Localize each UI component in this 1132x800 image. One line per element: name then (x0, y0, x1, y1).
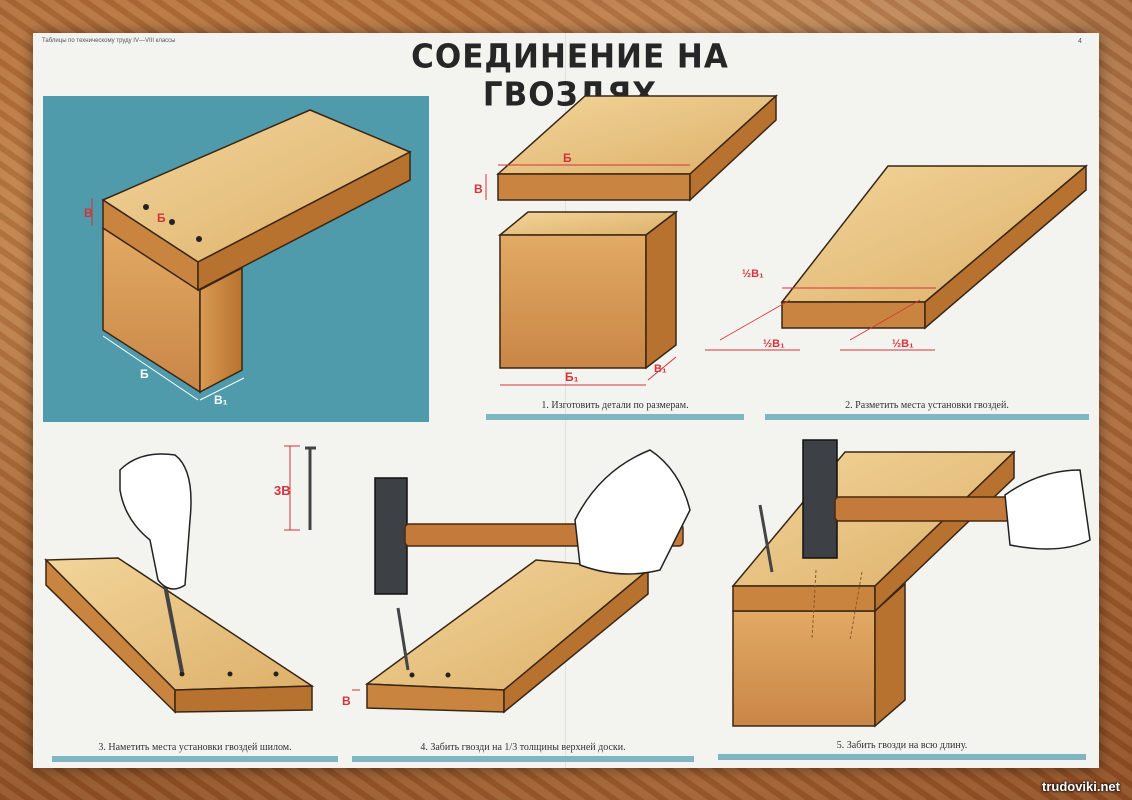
dim-label-B1-bottom: В₁ (214, 393, 228, 407)
step2-marked-board-illustration (705, 164, 1089, 351)
site-watermark: trudoviki.net (1041, 779, 1120, 794)
step5-caption-bar (718, 754, 1086, 760)
poster-series-note: Таблицы по техническому труду IV—VIII кл… (42, 38, 176, 44)
nail-dimension-illustration (284, 445, 316, 531)
dim-label-B1-step1: В₁ (654, 363, 667, 375)
step1-caption-bar (486, 414, 744, 420)
step5-hammer-illustration (731, 439, 1091, 728)
step3-awl-illustration (44, 453, 315, 714)
step3-caption-bar (52, 756, 338, 762)
step5-caption: 5. Забить гвозди на всю длину. (836, 740, 968, 751)
dim-label-halfB1-top: ½В₁ (742, 268, 764, 280)
poster-page-number: 4 (1078, 38, 1082, 45)
assembled-joint-illustration (91, 109, 412, 401)
step4-caption: 4. Забить гвозди на 1/3 толщины верхней … (420, 742, 626, 753)
step4-caption-bar (352, 756, 694, 762)
step1-board-illustration (485, 94, 778, 202)
step2-caption-bar (765, 414, 1089, 420)
dim-label-halfB1-right: ½В₁ (892, 338, 914, 350)
dim-label-3B: 3В (274, 483, 291, 498)
step1-caption: 1. Изготовить детали по размерам. (541, 400, 689, 411)
dim-label-Б-step1: Б (563, 151, 572, 165)
dim-label-Б1-step1: Б₁ (565, 370, 579, 384)
step4-hammer-illustration (352, 449, 691, 714)
poster-fold-line (565, 33, 566, 768)
step3-caption: 3. Наметить места установки гвоздей шило… (98, 742, 292, 753)
dim-label-B-step4: В (342, 694, 351, 708)
step1-block-illustration (497, 210, 679, 386)
dim-label-Б-bottom: Б (140, 367, 149, 381)
dim-label-halfB1-left: ½В₁ (763, 338, 785, 350)
step2-caption: 2. Разметить места установки гвоздей. (845, 400, 1009, 411)
dim-label-B-step1: В (474, 182, 483, 196)
dim-label-B-joint: В (84, 206, 93, 220)
dim-label-Б-joint: Б (157, 211, 166, 225)
